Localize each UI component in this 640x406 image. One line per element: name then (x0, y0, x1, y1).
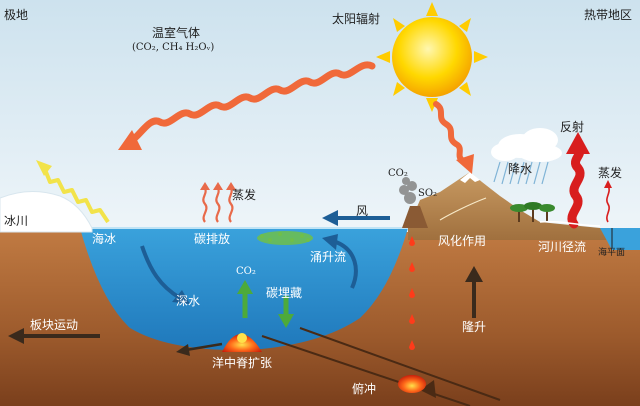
greenhouse-formula: (CO₂, CH₄ H₂Oᵥ) (132, 42, 215, 53)
rain-cloud (491, 128, 562, 162)
subduction-label: 俯冲 (352, 382, 377, 396)
carbon-burial-arrow (278, 296, 294, 328)
ocean-evaporation-heads (200, 182, 236, 190)
upwelling-arrow (322, 234, 358, 289)
ridge-co2-label: CO₂ (236, 266, 256, 277)
solar-radiation-label: 太阳辐射 (332, 12, 381, 26)
magma-ascent (409, 236, 415, 350)
wind-label: 风 (356, 204, 369, 218)
river-line (539, 220, 601, 227)
reflection-label: 反射 (560, 120, 585, 134)
solar-radiation-arrow-left (118, 61, 376, 150)
sea-ice-label: 海冰 (92, 232, 117, 246)
weathering-label: 风化作用 (438, 234, 487, 248)
wind-arrow (322, 210, 390, 226)
ocean-evaporation-label: 蒸发 (232, 188, 257, 202)
land-evaporation-arrow (604, 180, 612, 223)
ocean-evaporation-arrows (202, 187, 234, 223)
volcanic-smoke (399, 177, 417, 204)
plate-motion-label: 板块运动 (30, 318, 79, 332)
subduction-arrowhead (420, 380, 436, 398)
uplift-arrow (465, 266, 483, 318)
greenhouse-gas-label: 温室气体 (152, 26, 201, 40)
volcano-co2-label: CO₂ (388, 168, 408, 179)
glacier-label: 冰川 (4, 214, 29, 228)
polar-label: 极地 (4, 8, 29, 22)
carbon-release-label: 碳排放 (194, 232, 231, 246)
reflection-arrow (566, 132, 590, 229)
tropical-label: 热带地区 (584, 8, 633, 22)
palm-trees (510, 202, 555, 222)
carbon-burial-label: 碳埋藏 (266, 286, 303, 300)
volcano (402, 206, 428, 228)
magma-chamber (398, 375, 426, 393)
deep-water-arrow (140, 245, 190, 304)
glacier-shape (0, 191, 93, 233)
sea-level-label: 海平面 (598, 248, 626, 258)
ridge-co2-arrow (237, 280, 253, 318)
ridge-spreading-label: 洋中脊扩张 (212, 356, 273, 370)
solar-radiation-arrow-right (433, 101, 474, 174)
weathering-line (439, 197, 487, 221)
river-runoff-label: 河川径流 (538, 240, 587, 254)
land-evaporation-label: 蒸发 (598, 166, 623, 180)
upwelling-label: 涌升流 (310, 250, 347, 264)
plate-motion-arrow (8, 328, 100, 344)
algae-patch (257, 231, 313, 245)
deep-water-label: 深水 (176, 294, 201, 308)
sky (0, 0, 640, 232)
glacier-reflection-arrow (36, 160, 110, 224)
volcano-so2-label: SO₂ (418, 188, 438, 199)
rain-lines (493, 161, 549, 185)
mid-ocean-ridge (222, 333, 262, 352)
uplift-label: 隆升 (462, 320, 487, 334)
precipitation-label: 降水 (508, 162, 533, 176)
mountain-shape (408, 172, 640, 240)
snow-cap (460, 172, 480, 183)
right-sea (600, 228, 640, 250)
ridge-spreading-arrows (176, 342, 223, 356)
